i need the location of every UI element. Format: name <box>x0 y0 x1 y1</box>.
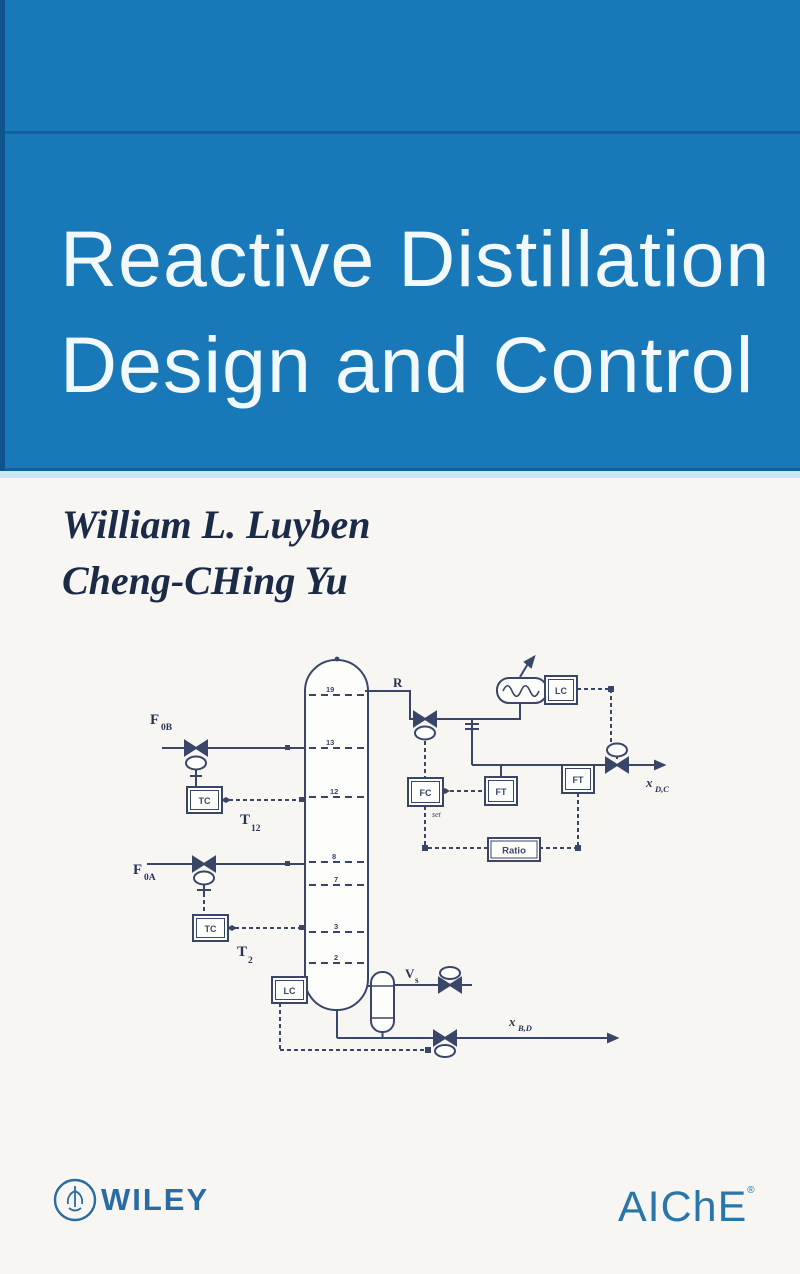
upper-feed-line <box>162 745 305 750</box>
tray-number: 3 <box>334 922 338 931</box>
tc-upper-label: TC <box>199 796 211 806</box>
process-diagram: 19 13 12 8 7 3 2 <box>133 654 669 1058</box>
author-line2: Cheng-CHing Yu <box>62 558 348 603</box>
aiche-logo: AIChE® <box>618 1183 755 1232</box>
level-controller-top: LC <box>544 675 578 705</box>
svg-text:R: R <box>393 675 403 690</box>
upper-feed-label: F 0B <box>150 712 173 733</box>
tray-number: 2 <box>334 953 338 962</box>
overhead-piping <box>365 690 521 765</box>
book-title-line2: Design and Control <box>60 320 755 409</box>
svg-text:B,D: B,D <box>517 1023 532 1033</box>
lc-bottom-label: LC <box>284 986 296 996</box>
reflux-stream-label: R <box>393 675 403 690</box>
temperature-controller-upper: TC <box>186 786 223 814</box>
title-blue-band <box>0 134 800 468</box>
vent-arrow-icon <box>523 654 536 669</box>
svg-text:12: 12 <box>251 824 261 834</box>
ratio-block: Ratio <box>487 837 541 862</box>
svg-text:T: T <box>237 944 247 960</box>
lower-feed-label: F 0A <box>133 862 156 883</box>
fc-setpoint-label: set <box>432 810 442 819</box>
tray-number: 8 <box>332 852 336 861</box>
distillate-label: x D,C <box>645 775 669 794</box>
wiley-wordmark: WILEY <box>101 1182 210 1217</box>
tray-number: 19 <box>326 685 334 694</box>
upper-feed-valve-icon <box>184 739 208 787</box>
author-names: William L. Luyben Cheng-CHing Yu <box>62 497 371 609</box>
author-line1: William L. Luyben <box>62 502 371 547</box>
band-light-strip <box>0 471 800 478</box>
top-blue-band <box>0 0 800 131</box>
flow-controller: FC <box>407 777 444 807</box>
bottoms-line <box>336 1010 620 1044</box>
svg-text:0A: 0A <box>144 873 156 883</box>
lc-top-label: LC <box>555 686 567 696</box>
distillation-column: 19 13 12 8 7 3 2 <box>304 656 369 1011</box>
tray-number: 7 <box>334 875 338 884</box>
condenser-icon <box>496 654 548 704</box>
steam-label: V s <box>405 966 419 985</box>
fc-label: FC <box>420 788 432 798</box>
svg-text:T: T <box>240 812 250 828</box>
svg-text:V: V <box>405 966 415 981</box>
bottoms-label: x B,D <box>508 1014 532 1033</box>
temperature-controller-lower: TC <box>192 914 229 942</box>
svg-text:F: F <box>133 862 142 878</box>
ratio-label: Ratio <box>502 846 526 857</box>
tray-number: 12 <box>330 787 338 796</box>
reflux-valve-icon <box>413 710 437 741</box>
book-title-line1: Reactive Distillation <box>60 214 771 303</box>
upper-temp-label: T 12 <box>240 812 261 834</box>
distillate-valve-icon <box>605 742 629 774</box>
wiley-logo: WILEY <box>52 1176 209 1224</box>
reboiler-icon <box>368 971 395 1038</box>
ft-reflux-label: FT <box>496 787 507 797</box>
lower-feed-line <box>147 861 305 866</box>
flow-transmitter-distillate: FT <box>561 764 595 794</box>
book-title: Reactive Distillation Design and Control <box>60 206 770 418</box>
svg-text:2: 2 <box>248 956 253 966</box>
steam-valve-icon <box>438 966 462 994</box>
flow-transmitter-reflux: FT <box>484 765 518 806</box>
svg-text:s: s <box>415 975 419 985</box>
spine-edge-shadow <box>0 0 5 471</box>
aiche-wordmark: AIChE <box>618 1183 748 1231</box>
lower-feed-valve-icon <box>192 855 216 893</box>
svg-text:D,C: D,C <box>654 784 669 794</box>
bottoms-valve-icon <box>433 1029 457 1058</box>
ft-distillate-label: FT <box>573 775 584 785</box>
svg-text:x: x <box>645 775 653 790</box>
svg-text:x: x <box>508 1014 516 1029</box>
svg-text:0B: 0B <box>161 723 173 733</box>
lower-temp-label: T 2 <box>237 944 253 966</box>
band-bottom-line <box>0 468 800 471</box>
level-controller-bottom: LC <box>271 976 308 1004</box>
svg-text:F: F <box>150 712 159 728</box>
band-divider-line <box>0 131 800 134</box>
tc-lower-label: TC <box>205 924 217 934</box>
wiley-emblem-icon <box>53 1178 97 1222</box>
tray-number: 13 <box>326 738 334 747</box>
registered-mark: ® <box>747 1185 755 1196</box>
